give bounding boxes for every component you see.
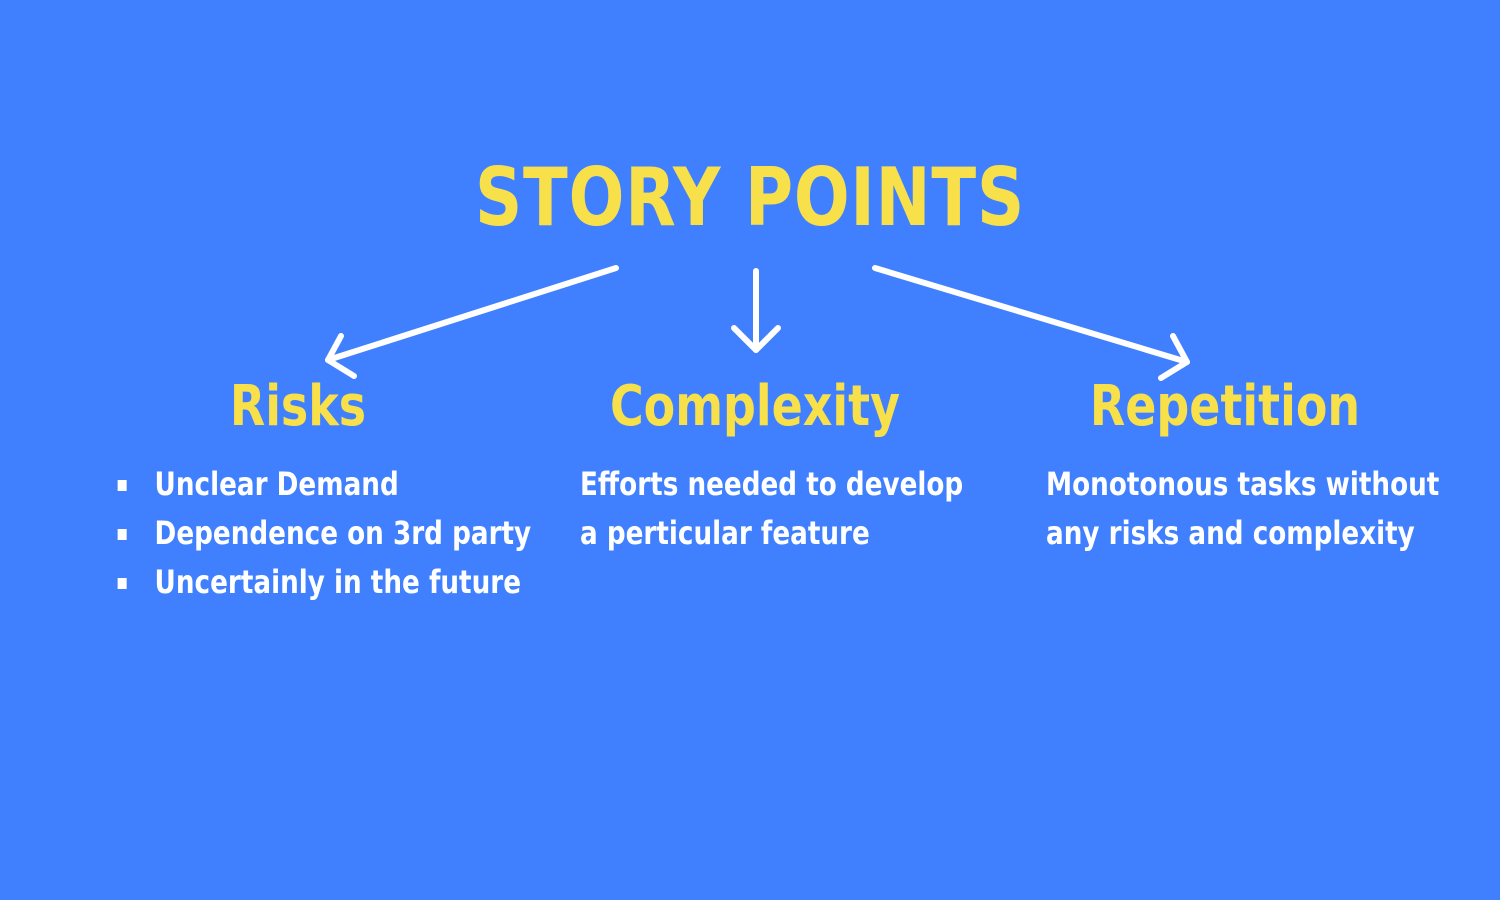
description-line: Efforts needed to develop <box>580 465 964 503</box>
arrow-to-complexity <box>731 268 781 353</box>
arrow-to-repetition <box>872 265 1190 381</box>
list-item-text: Dependence on 3rd party <box>154 514 532 552</box>
arrow-to-risks <box>325 265 619 379</box>
description-line: any risks and complexity <box>1046 514 1415 552</box>
bullet-icon <box>117 578 127 589</box>
description-line: Monotonous tasks without <box>1046 465 1440 503</box>
list-item-text: Unclear Demand <box>154 465 399 503</box>
complexity-description: Efforts needed to develop a perticular f… <box>580 460 963 558</box>
list-item: Unclear Demand <box>116 460 531 509</box>
list-item-text: Uncertainly in the future <box>154 563 522 601</box>
heading-repetition: Repetition <box>1089 374 1361 439</box>
heading-complexity: Complexity <box>609 374 901 439</box>
diagram-title: STORY POINTS <box>474 151 1026 244</box>
bullet-icon <box>117 480 127 491</box>
bullet-icon <box>117 529 127 540</box>
list-item: Dependence on 3rd party <box>116 509 531 558</box>
repetition-description: Monotonous tasks without any risks and c… <box>1046 460 1439 558</box>
risks-list: Unclear Demand Dependence on 3rd party U… <box>116 460 531 607</box>
heading-risks: Risks <box>229 374 367 439</box>
description-line: a perticular feature <box>580 514 870 552</box>
list-item: Uncertainly in the future <box>116 558 531 607</box>
